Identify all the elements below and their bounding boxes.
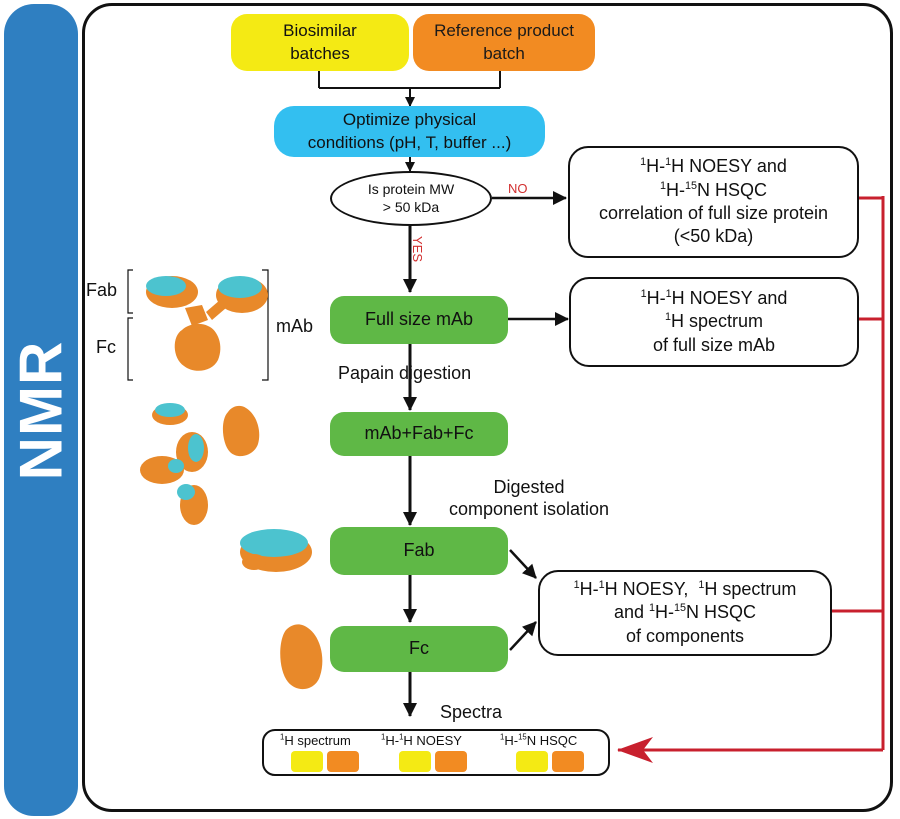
fc-bracket-label: Fc: [96, 337, 116, 357]
spectra-h-label: 1H spectrum: [280, 732, 351, 748]
spectrum-reference-chip-3: [552, 751, 584, 772]
isolation-line2: component isolation: [448, 498, 610, 519]
yes-label: YES: [410, 236, 425, 263]
spectrum-reference-chip-1: [327, 751, 359, 772]
fab-step: Fab: [330, 527, 508, 575]
mab-fab-fc-step: mAb+Fab+Fc: [330, 412, 508, 456]
components-line3: of components: [625, 625, 745, 646]
optimize-line1: Optimize physical: [342, 110, 477, 130]
isolation-line1: Digested: [493, 477, 565, 497]
biosimilar-line1: Biosimilar: [283, 21, 357, 41]
papain-digestion-label: Papain digestion: [338, 363, 472, 383]
spectra-label: Spectra: [440, 702, 503, 722]
fc-step-text: Fc: [409, 638, 429, 659]
full-protein-line1: 1H-1H NOESY and: [640, 156, 787, 177]
full-protein-line4: (<50 kDa): [673, 226, 754, 247]
no-label: NO: [508, 181, 528, 196]
spectrum-biosimilar-chip-2: [399, 751, 431, 772]
optimize-conditions-box: Optimize physical conditions (pH, T, buf…: [274, 106, 545, 157]
components-line2: and 1H-15N HSQC: [613, 602, 757, 623]
decision-line2: > 50 kDa: [382, 198, 440, 215]
fc-step: Fc: [330, 626, 508, 672]
decision-line1: Is protein MW: [367, 181, 455, 197]
full-protein-line3: correlation of full size protein: [598, 203, 829, 223]
mab-fab-fc-text: mAb+Fab+Fc: [364, 423, 474, 444]
full-size-mab-step: Full size mAb: [330, 296, 508, 344]
fab-step-text: Fab: [403, 540, 435, 561]
full-mab-spectra-box: 1H-1H NOESY and 1H spectrum of full size…: [569, 277, 859, 367]
full-mab-line1: 1H-1H NOESY and: [640, 287, 788, 308]
decision-mw-ellipse: Is protein MW > 50 kDa: [330, 171, 492, 226]
full-size-mab-text: Full size mAb: [364, 309, 474, 330]
fab-structure: [240, 529, 312, 572]
spectra-noesy-label: 1H-1H NOESY: [381, 732, 462, 748]
mab-bracket-label: mAb: [276, 316, 314, 336]
components-spectra-box: 1H-1H NOESY, 1H spectrum and 1H-15N HSQC…: [538, 570, 832, 656]
top-merge-connector: [318, 70, 501, 107]
fab-bracket-label: Fab: [86, 280, 118, 300]
diagram-frame: [82, 3, 893, 812]
reference-product-box: Reference product batch: [413, 14, 595, 71]
spectrum-biosimilar-chip-1: [291, 751, 323, 772]
full-protein-line2: 1H-15N HSQC: [659, 179, 768, 200]
spectra-hsqc-label: 1H-15N HSQC: [500, 732, 578, 748]
full-protein-spectra-box: 1H-1H NOESY and 1H-15N HSQC correlation …: [568, 146, 859, 258]
nmr-side-bar: [4, 4, 78, 816]
antibody-brackets: [127, 269, 269, 381]
components-line1: 1H-1H NOESY, 1H spectrum: [573, 578, 797, 599]
full-mab-line2: 1H spectrum: [664, 311, 764, 332]
spectrum-reference-chip-2: [435, 751, 467, 772]
arrow-fc-to-components: [509, 621, 537, 651]
full-antibody-structure: [146, 276, 268, 371]
component-isolation-label: Digested component isolation: [424, 477, 634, 520]
optimize-line2: conditions (pH, T, buffer ...): [307, 132, 512, 152]
biosimilar-batches-box: Biosimilar batches: [231, 14, 409, 71]
feedback-red-connector: [617, 196, 885, 763]
biosimilar-line2: batches: [290, 43, 350, 63]
spectrum-biosimilar-chip-3: [516, 751, 548, 772]
full-mab-line3: of full size mAb: [652, 334, 776, 355]
reference-line2: batch: [483, 43, 525, 63]
fc-structure: [280, 624, 323, 690]
spectra-summary-bar: [262, 729, 610, 776]
reference-line1: Reference product: [434, 21, 574, 41]
digested-fragments-structure: [140, 403, 260, 525]
arrow-fab-to-components: [509, 549, 537, 579]
